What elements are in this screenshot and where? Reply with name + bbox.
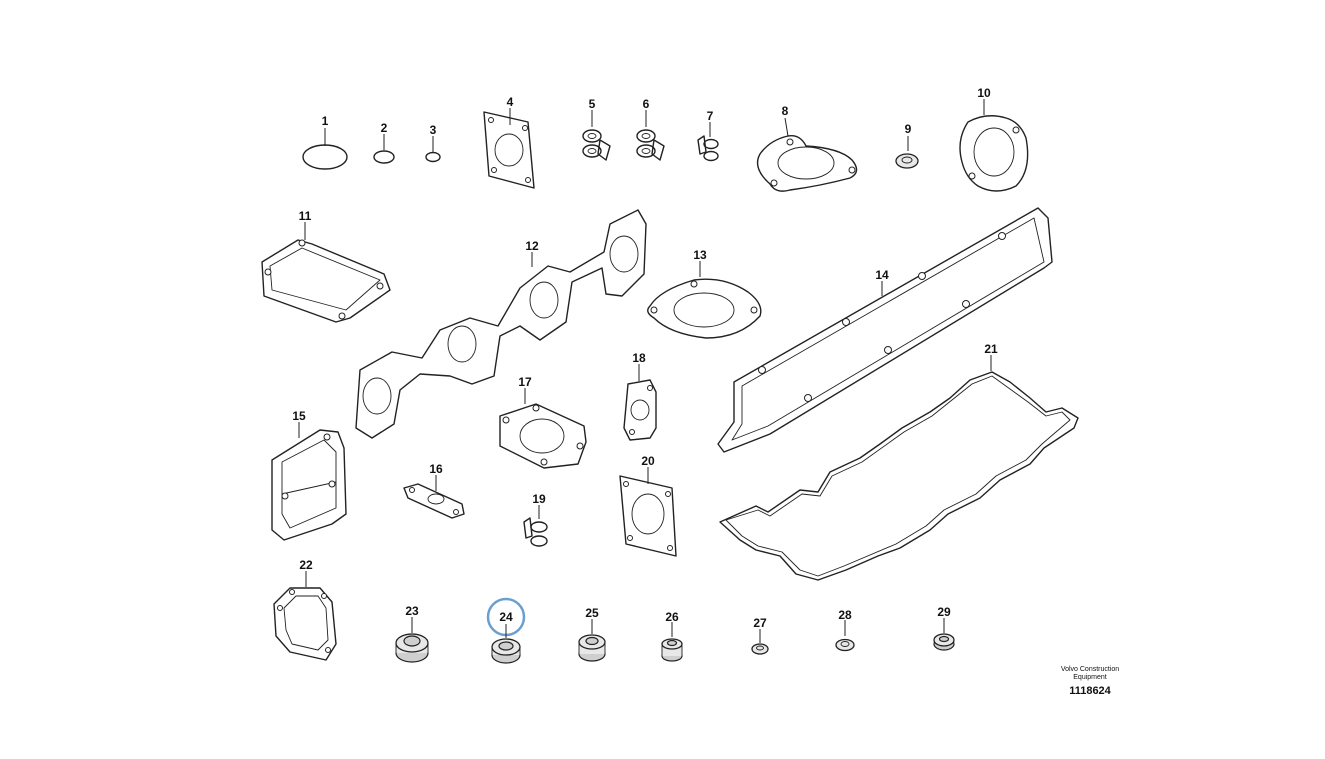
- part-label-12: 12: [525, 239, 539, 253]
- part-label-13: 13: [693, 248, 707, 262]
- part-label-28: 28: [838, 608, 852, 622]
- part-label-20: 20: [641, 454, 655, 468]
- part-6[interactable]: 6: [636, 97, 665, 161]
- part-label-10: 10: [977, 86, 991, 100]
- part-16[interactable]: 16: [403, 462, 465, 519]
- part-17[interactable]: 17: [499, 375, 587, 469]
- part-11[interactable]: 11: [261, 209, 391, 323]
- part-24[interactable]: 24: [486, 597, 526, 664]
- part-7[interactable]: 7: [697, 109, 719, 162]
- part-label-17: 17: [518, 375, 532, 389]
- part-13[interactable]: 13: [647, 248, 762, 339]
- part-20[interactable]: 20: [619, 454, 677, 557]
- part-label-21: 21: [984, 342, 998, 356]
- part-label-5: 5: [589, 97, 596, 111]
- part-label-23: 23: [405, 604, 419, 618]
- part-label-19: 19: [532, 492, 546, 506]
- part-26[interactable]: 26: [661, 610, 683, 662]
- part-1[interactable]: 1: [302, 114, 348, 170]
- part-label-6: 6: [643, 97, 650, 111]
- part-18[interactable]: 18: [623, 351, 657, 441]
- part-label-14: 14: [875, 268, 889, 282]
- part-label-22: 22: [299, 558, 313, 572]
- brand-line-2: Equipment: [1073, 674, 1107, 681]
- part-label-29: 29: [937, 605, 951, 619]
- part-9[interactable]: 9: [895, 122, 919, 169]
- part-label-18: 18: [632, 351, 646, 365]
- part-22[interactable]: 22: [273, 558, 337, 661]
- part-label-7: 7: [707, 109, 714, 123]
- part-29[interactable]: 29: [933, 605, 955, 651]
- part-label-27: 27: [753, 616, 767, 630]
- part-label-24: 24: [499, 610, 513, 624]
- diagram-footer: Volvo Construction Equipment 1118624: [1040, 666, 1140, 697]
- part-12[interactable]: 12: [355, 209, 647, 439]
- part-14[interactable]: 14: [717, 207, 1053, 453]
- part-2[interactable]: 2: [373, 121, 395, 164]
- part-label-15: 15: [292, 409, 306, 423]
- part-label-25: 25: [585, 606, 599, 620]
- part-23[interactable]: 23: [395, 604, 429, 663]
- part-8[interactable]: 8: [756, 104, 858, 192]
- part-10[interactable]: 10: [959, 86, 1029, 192]
- part-label-9: 9: [905, 122, 912, 136]
- brand-line-1: Volvo Construction: [1060, 666, 1120, 673]
- part-label-1: 1: [322, 114, 329, 128]
- part-3[interactable]: 3: [425, 123, 441, 163]
- part-4[interactable]: 4: [483, 95, 535, 189]
- part-label-2: 2: [381, 121, 388, 135]
- part-label-16: 16: [429, 462, 443, 476]
- document-number: 1118624: [1069, 685, 1111, 697]
- part-25[interactable]: 25: [578, 606, 606, 662]
- part-15[interactable]: 15: [271, 409, 347, 541]
- part-label-3: 3: [430, 123, 437, 137]
- part-19[interactable]: 19: [523, 492, 548, 547]
- part-5[interactable]: 5: [582, 97, 611, 161]
- part-label-26: 26: [665, 610, 679, 624]
- part-label-4: 4: [507, 95, 514, 109]
- part-label-8: 8: [782, 104, 789, 118]
- part-label-11: 11: [299, 209, 312, 223]
- part-21[interactable]: 21: [719, 342, 1079, 581]
- part-28[interactable]: 28: [835, 608, 855, 652]
- part-27[interactable]: 27: [751, 616, 769, 655]
